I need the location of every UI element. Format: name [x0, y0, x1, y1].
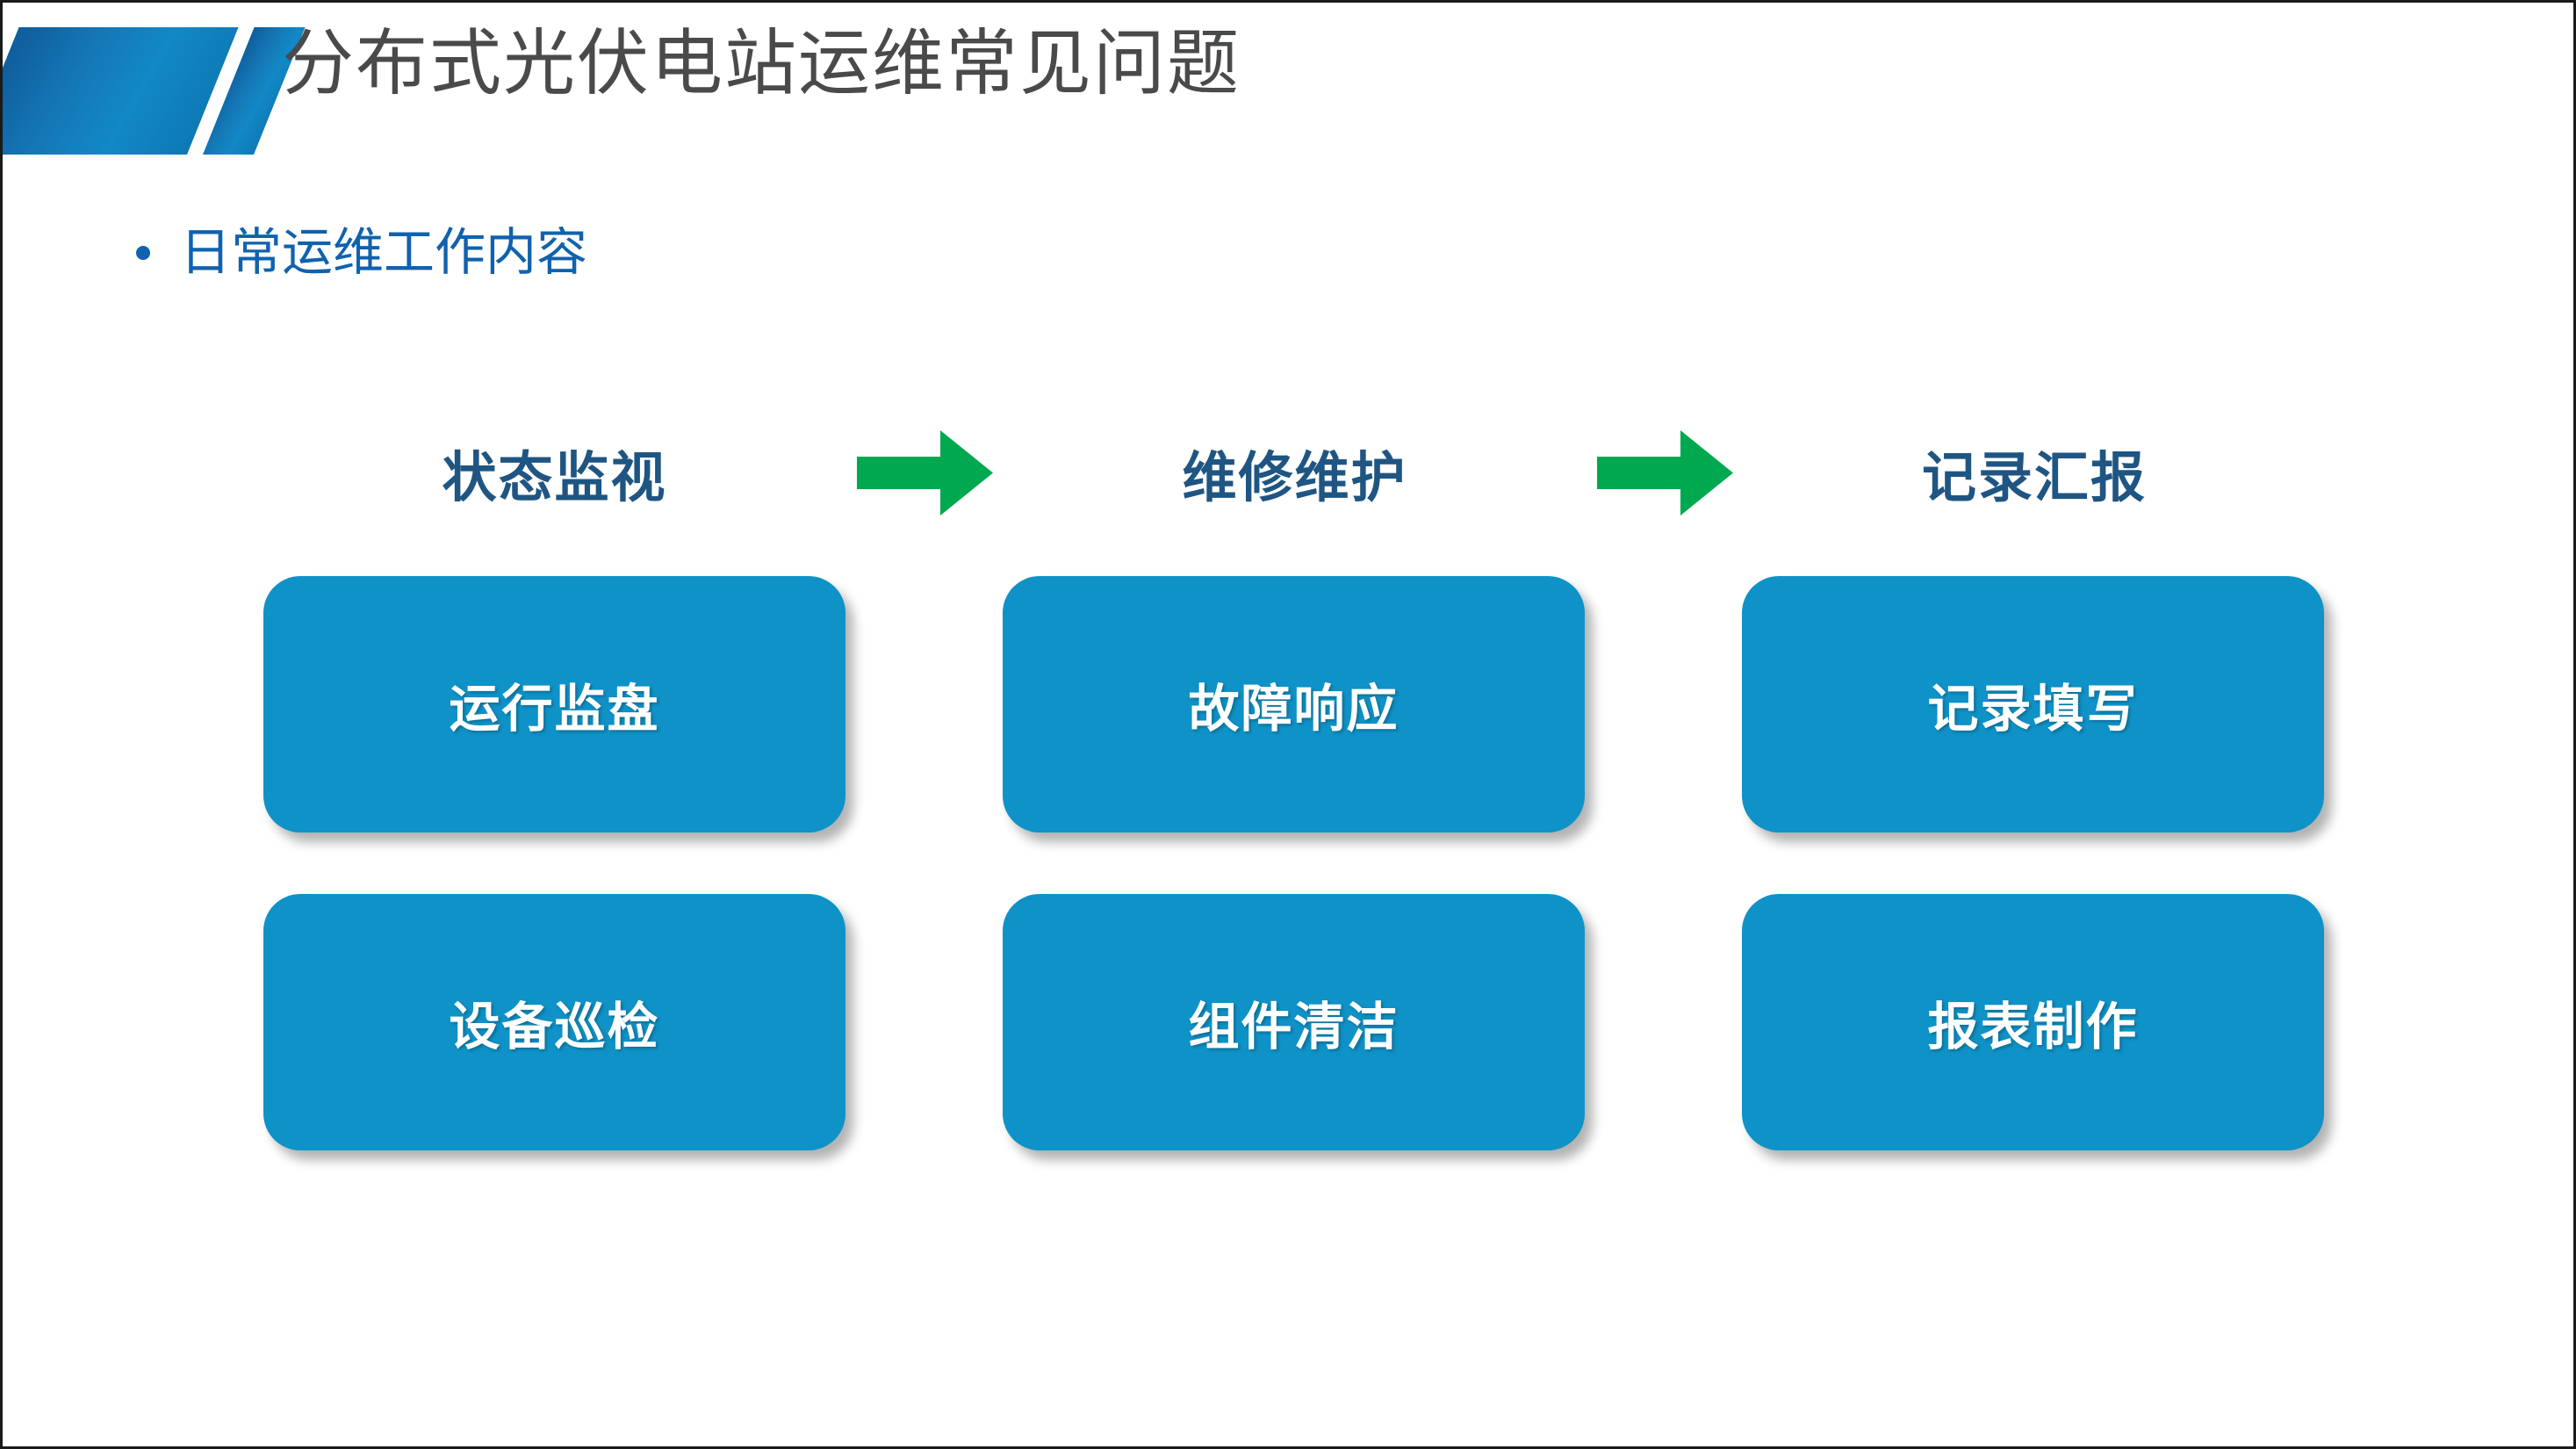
- logo-mark: [3, 27, 306, 155]
- flow-box-reporting-2[interactable]: 报表制作: [1742, 894, 2324, 1150]
- flow-box-label: 运行监盘: [449, 681, 660, 738]
- bullet-line: 日常运维工作内容: [136, 222, 587, 284]
- flow-box-maintenance-2[interactable]: 组件清洁: [1003, 894, 1585, 1150]
- workflow-boxes-grid: 运行监盘 故障响应 记录填写 设备巡检 组件清洁 报表制作: [263, 576, 2325, 1150]
- flow-box-label: 设备巡检: [449, 998, 660, 1056]
- flow-box-label: 报表制作: [1927, 998, 2139, 1056]
- page-title: 分布式光伏电站运维常见问题: [282, 24, 1241, 104]
- flow-box-label: 记录填写: [1927, 681, 2139, 738]
- arrow-cell-1: [845, 429, 1004, 515]
- column-header-monitoring: 状态监视: [442, 448, 667, 508]
- flow-box-label: 组件清洁: [1188, 998, 1400, 1056]
- workflow-diagram: 状态监视 维修维护 记录汇报 运行监盘 故障响应 记录填: [263, 415, 2325, 1171]
- flow-box-monitoring-2[interactable]: 设备巡检: [263, 894, 845, 1150]
- logo-parallelogram-large: [3, 27, 239, 155]
- arrow-cell-2: [1586, 429, 1744, 515]
- column-header-maintenance: 维修维护: [1182, 448, 1407, 508]
- flow-box-label: 故障响应: [1188, 681, 1400, 738]
- column-header-reporting: 记录汇报: [1921, 448, 2147, 508]
- arrow-right-icon: [856, 429, 993, 515]
- bullet-label: 日常运维工作内容: [180, 224, 588, 281]
- flow-box-maintenance-1[interactable]: 故障响应: [1003, 576, 1585, 833]
- bullet-dot-icon: [136, 245, 150, 260]
- arrow-right-icon: [1596, 429, 1733, 515]
- flow-box-reporting-1[interactable]: 记录填写: [1742, 576, 2324, 833]
- workflow-headers-row: 状态监视 维修维护 记录汇报: [263, 415, 2325, 530]
- flow-box-monitoring-1[interactable]: 运行监盘: [263, 576, 845, 833]
